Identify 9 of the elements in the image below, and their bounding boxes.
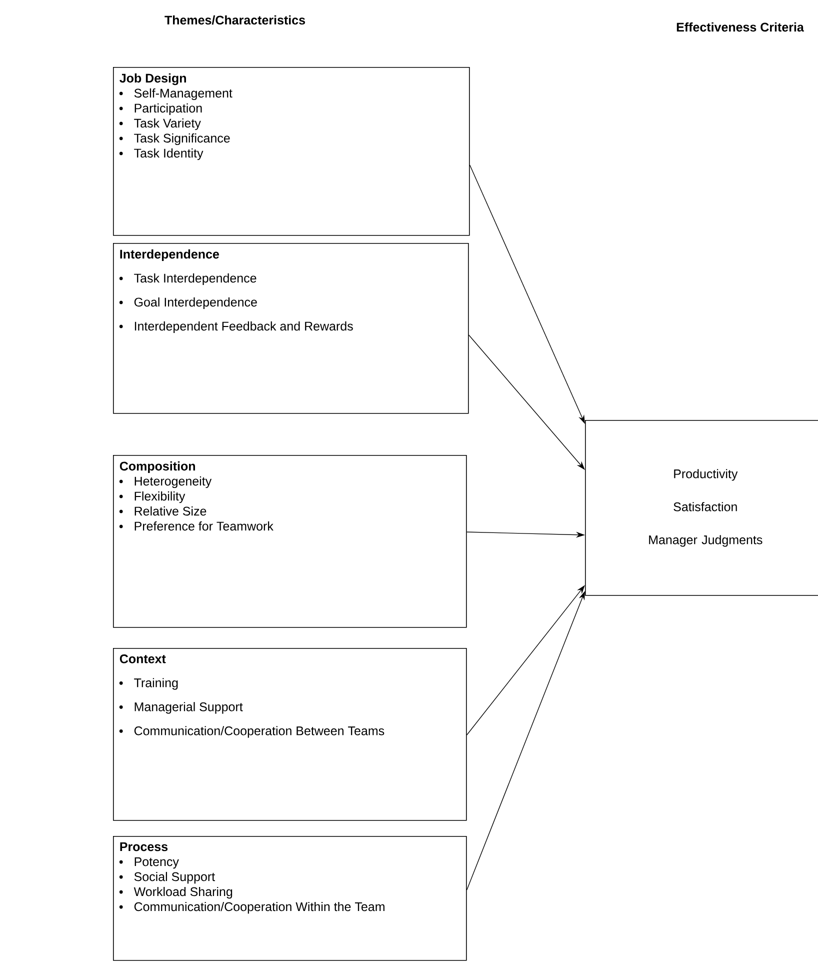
criteria-box: Productivity Satisfaction Manager Judgments [585,420,818,596]
theme-box: Context Training Managerial Support Communication/Cooperation Between Teams [113,648,467,821]
theme-box: Process Potency Social Support Workload Sharing Communication/Cooperation Within the Team [113,836,467,961]
column-heading: Effectiveness Criteria [676,22,804,32]
theme-box: Interdependence Task Interdependence Goal Interdependence Interdependent Feedback and Rewards [113,243,469,414]
theme-box: Job Design Self-Management Participation Task Variety Task Significance Task Identity [113,67,470,236]
theme-box: Composition Heterogeneity Flexibility Relative Size Preference for Teamwork [113,455,467,628]
arrow [468,334,585,470]
column-heading: Themes/Characteristics [164,15,305,25]
